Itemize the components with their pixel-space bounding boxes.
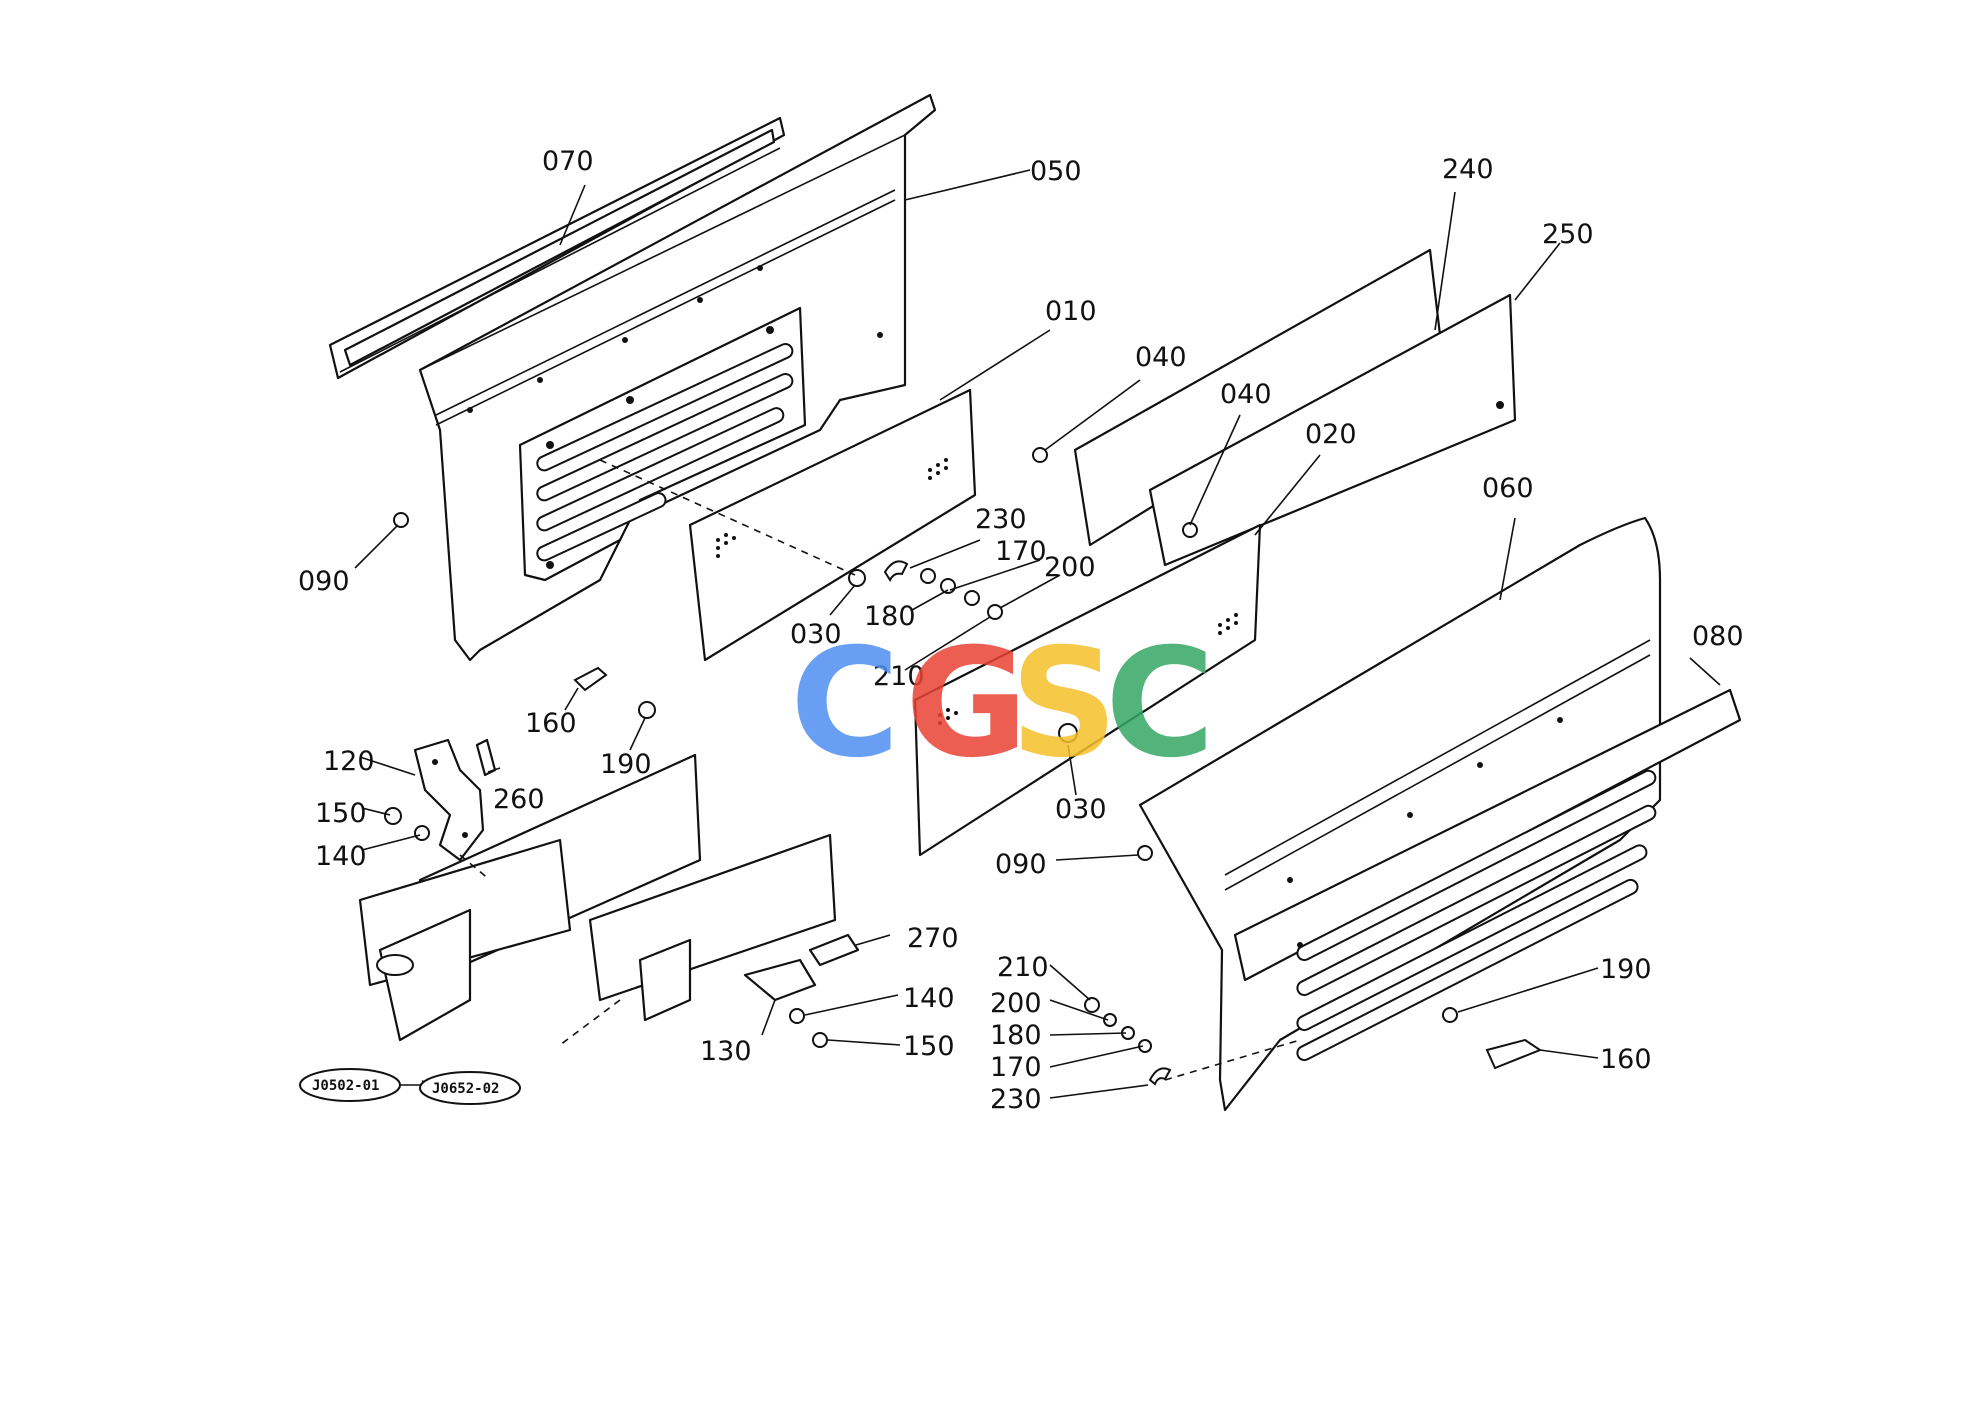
bracket-120 (413, 738, 485, 862)
inner-plate-010 (688, 388, 977, 662)
label-070: 070 (542, 146, 594, 177)
label-030a: 030 (790, 619, 842, 650)
label-270: 270 (907, 923, 959, 954)
right-grille (1287, 717, 1657, 1062)
label-170a: 170 (995, 536, 1047, 567)
label-040b: 040 (1220, 379, 1272, 410)
label-250: 250 (1542, 219, 1594, 250)
label-140a: 140 (315, 841, 367, 872)
label-130: 130 (700, 1036, 752, 1067)
label-040a: 040 (1135, 342, 1187, 373)
watermark-letter-s: S (1010, 617, 1118, 791)
label-120: 120 (323, 746, 375, 777)
label-160a: 160 (525, 708, 577, 739)
label-170b: 170 (990, 1052, 1042, 1083)
reference-ovals: J0502-01 J0652-02 (299, 1068, 521, 1105)
label-200b: 200 (990, 988, 1042, 1019)
label-180a: 180 (864, 601, 916, 632)
label-210b: 210 (997, 952, 1049, 983)
alignment-lines (459, 459, 1301, 1081)
watermark-letter-g: G (905, 617, 1028, 791)
label-190b: 190 (1600, 954, 1652, 985)
inner-plate-250 (1148, 293, 1517, 567)
label-090b: 090 (995, 849, 1047, 880)
watermark-logo: C G S C (790, 617, 1215, 791)
trim-strip-080 (1233, 688, 1742, 982)
label-060: 060 (1482, 473, 1534, 504)
label-230a: 230 (975, 504, 1027, 535)
label-140b: 140 (903, 983, 955, 1014)
part-labels: 070 050 010 240 250 040 040 020 060 080 … (298, 146, 1744, 1115)
label-240: 240 (1442, 154, 1494, 185)
ref-j0652-02: J0652-02 (432, 1081, 499, 1097)
label-160b: 160 (1600, 1044, 1652, 1075)
label-210a: 210 (873, 661, 925, 692)
left-grille (518, 306, 807, 582)
label-230b: 230 (990, 1084, 1042, 1115)
pad-270 (808, 933, 860, 967)
label-260: 260 (493, 784, 545, 815)
label-190a: 190 (600, 749, 652, 780)
inner-plate-020 (913, 523, 1262, 857)
label-020: 020 (1305, 419, 1357, 450)
watermark-letter-c1: C (790, 617, 900, 791)
hardware (384, 447, 1543, 1086)
label-150b: 150 (903, 1031, 955, 1062)
leader-lines (354, 169, 1721, 1099)
label-180b: 180 (990, 1020, 1042, 1051)
panel-holes (467, 265, 883, 413)
watermark-letter-c2: C (1105, 617, 1215, 791)
label-050: 050 (1030, 156, 1082, 187)
lower-bracket-assembly (358, 753, 837, 1042)
label-200a: 200 (1044, 552, 1096, 583)
trim-strip-070 (328, 116, 786, 380)
label-080: 080 (1692, 621, 1744, 652)
label-030b: 030 (1055, 794, 1107, 825)
ref-j0502-01: J0502-01 (312, 1078, 379, 1094)
label-010: 010 (1045, 296, 1097, 327)
label-090a: 090 (298, 566, 350, 597)
bracket-130 (743, 958, 817, 1002)
label-150a: 150 (315, 798, 367, 829)
